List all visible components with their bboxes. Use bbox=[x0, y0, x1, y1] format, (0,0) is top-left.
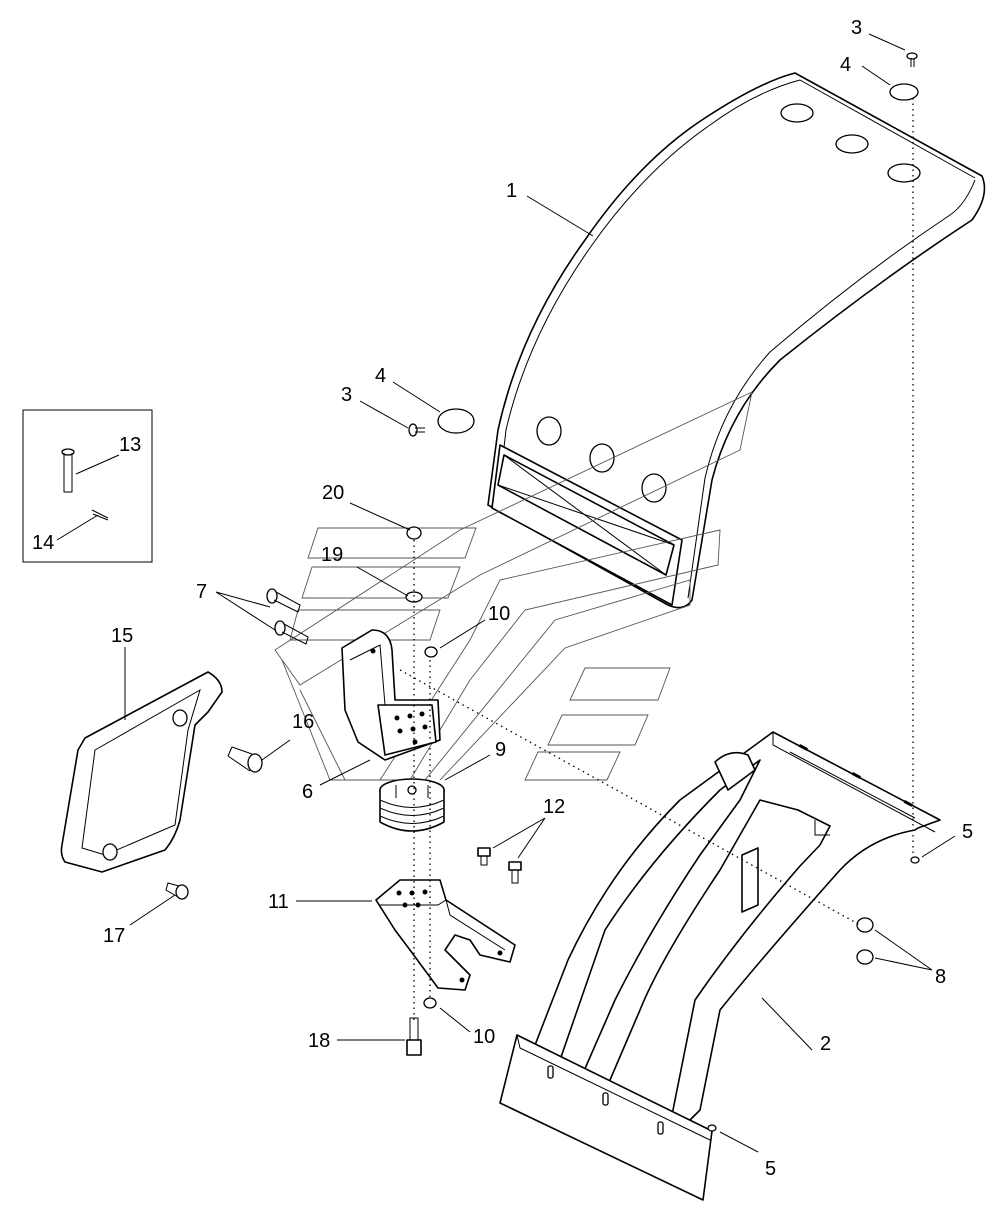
cotter-pin-icon bbox=[91, 509, 109, 521]
bolt-small-icon bbox=[508, 861, 522, 884]
callout-3-top: 3 bbox=[851, 17, 862, 39]
nut-icon bbox=[424, 646, 438, 658]
cap-side-icon bbox=[437, 408, 475, 434]
long-bolt-icon bbox=[406, 1017, 422, 1056]
screw-top-icon bbox=[906, 52, 918, 67]
callout-19: 19 bbox=[321, 544, 343, 566]
callout-11: 11 bbox=[268, 891, 289, 913]
callout-14: 14 bbox=[32, 532, 54, 554]
callout-18: 18 bbox=[308, 1030, 330, 1052]
callout-3-side: 3 bbox=[341, 384, 352, 406]
callout-9: 9 bbox=[495, 739, 506, 761]
nut-small-icon bbox=[910, 856, 920, 864]
flange-bolt-icon bbox=[165, 882, 189, 900]
ghost-outlines bbox=[274, 391, 753, 781]
callout-16: 16 bbox=[292, 711, 314, 733]
callout-10-top: 10 bbox=[488, 603, 510, 625]
callout-5-bottom: 5 bbox=[765, 1158, 776, 1180]
flange-nut-icon bbox=[856, 917, 874, 933]
callout-15: 15 bbox=[111, 625, 133, 647]
alignment-lines bbox=[399, 98, 914, 1020]
flange-nut-icon bbox=[856, 949, 874, 965]
hardware bbox=[165, 52, 920, 1132]
fender bbox=[487, 72, 986, 609]
nut-icon bbox=[423, 997, 437, 1009]
callout-6: 6 bbox=[302, 781, 313, 803]
upper-bracket bbox=[341, 629, 441, 761]
callout-20: 20 bbox=[322, 482, 344, 504]
screw-side-icon bbox=[408, 423, 425, 437]
rubber-isolator bbox=[379, 778, 445, 832]
callout-10-bottom: 10 bbox=[473, 1026, 495, 1048]
bolt-icon bbox=[266, 588, 301, 613]
callout-5-top: 5 bbox=[962, 821, 973, 843]
clevis-pin-icon bbox=[61, 448, 75, 493]
callout-2: 2 bbox=[820, 1033, 831, 1055]
callout-4-side: 4 bbox=[375, 365, 386, 387]
side-plate bbox=[60, 671, 223, 873]
callout-1: 1 bbox=[506, 180, 517, 202]
callout-labels: 1 2 3 4 3 4 5 5 6 7 8 9 10 10 11 12 13 1… bbox=[32, 17, 973, 1180]
bolt-small-icon bbox=[477, 847, 491, 866]
fender-support bbox=[499, 731, 941, 1201]
inset-box bbox=[22, 409, 153, 563]
callout-7: 7 bbox=[196, 581, 207, 603]
leader-lines bbox=[56, 33, 956, 1153]
top-nut-icon bbox=[406, 526, 422, 540]
nut-small-icon bbox=[707, 1124, 717, 1132]
lower-bracket bbox=[375, 879, 516, 991]
callout-17: 17 bbox=[103, 925, 125, 947]
callout-12: 12 bbox=[543, 796, 565, 818]
callout-8: 8 bbox=[935, 966, 946, 988]
callout-13: 13 bbox=[119, 434, 141, 456]
socket-bolt-icon bbox=[227, 746, 263, 773]
callout-4-top: 4 bbox=[840, 54, 851, 76]
cap-top-icon bbox=[889, 83, 919, 101]
bolt-icon bbox=[274, 620, 309, 645]
